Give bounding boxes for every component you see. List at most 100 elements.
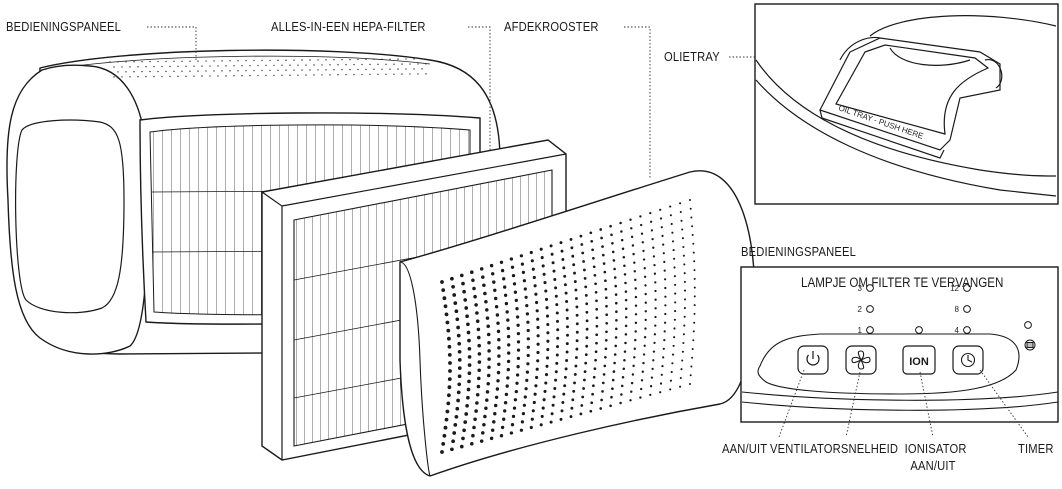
grille-dot: [679, 376, 682, 380]
perforation-dot: [173, 70, 175, 73]
grille-dot: [644, 310, 647, 313]
perforation-dot: [389, 68, 391, 70]
grille-dot: [499, 260, 504, 264]
grille-dot: [679, 385, 682, 388]
grille-dot: [602, 373, 606, 376]
grille-dot: [467, 355, 472, 359]
grille-dot: [593, 273, 597, 277]
grille-dot: [555, 311, 559, 315]
fan-speed-button[interactable]: [845, 345, 877, 375]
perforation-dot: [217, 65, 219, 67]
grille-dot: [644, 292, 647, 296]
grille-dot: [486, 332, 491, 337]
grille-dot: [490, 428, 495, 432]
grille-dot: [443, 425, 448, 430]
speed-lamp-3: [866, 284, 874, 292]
grille-dot: [654, 307, 657, 310]
grille-dot: [594, 290, 598, 294]
grille-dot: [615, 327, 618, 331]
timer-button[interactable]: [952, 345, 984, 375]
perforation-dot: [121, 66, 123, 68]
grille-dot: [683, 307, 686, 310]
grille-dot: [556, 328, 560, 332]
grille-dot: [593, 367, 597, 371]
perforation-dot: [185, 65, 187, 67]
grille-dot: [462, 289, 466, 294]
grille-dot: [654, 281, 657, 284]
grille-dot: [662, 243, 665, 246]
grille-dot: [579, 412, 583, 416]
grille-dot: [643, 344, 646, 347]
grille-dot: [659, 217, 663, 220]
grille-dot: [653, 263, 656, 267]
grille-dot: [605, 330, 608, 334]
grille-dot: [442, 433, 447, 438]
grille-dot: [456, 325, 460, 330]
perforation-dot: [269, 59, 271, 62]
grille-dot: [554, 286, 558, 290]
grille-dot: [497, 362, 501, 367]
grille-dot: [474, 409, 478, 413]
grille-dot: [482, 422, 486, 427]
grille-dot: [584, 285, 588, 289]
grille-dot: [475, 319, 480, 323]
grille-dot: [492, 280, 496, 284]
grille-dot: [485, 308, 489, 312]
perforation-dot: [157, 60, 159, 63]
grille-dot: [493, 403, 498, 408]
grille-dot: [506, 367, 510, 372]
grille-dot: [486, 381, 490, 386]
power-button[interactable]: [797, 345, 829, 375]
grille-dot: [653, 333, 657, 336]
grille-dot: [681, 359, 684, 362]
grille-dot: [551, 403, 555, 407]
ionizer-button[interactable]: ION: [902, 345, 936, 375]
grille-dot: [544, 297, 549, 301]
perforation-dot: [253, 69, 255, 72]
grille-dot: [683, 324, 686, 327]
grille-dot: [447, 336, 451, 341]
grille-dot: [556, 345, 559, 349]
grille-dot: [562, 266, 566, 270]
grille-dot: [620, 384, 624, 388]
grille-dot: [464, 412, 469, 416]
grille-dot: [539, 423, 543, 427]
grille-dot: [516, 356, 521, 361]
grille-dot: [613, 267, 616, 271]
grille-dot: [465, 403, 469, 408]
grille-dot: [565, 300, 569, 303]
perforation-dot: [109, 71, 111, 73]
perforation-dot: [349, 58, 351, 61]
perforation-dot: [157, 70, 159, 73]
perforation-dot: [409, 63, 411, 65]
grille-dot: [663, 338, 666, 342]
grille-dot: [573, 372, 577, 376]
grille-dot: [671, 240, 675, 243]
grille-dot: [555, 303, 559, 307]
perforation-dot: [293, 59, 295, 61]
grille-dot: [466, 330, 471, 335]
perforation-dot: [241, 75, 243, 77]
grille-dot: [620, 393, 623, 396]
grille-dot: [477, 360, 482, 364]
perforation-dot: [405, 68, 407, 70]
grille-dot: [533, 284, 537, 288]
perforation-dot: [381, 68, 383, 70]
grille-dot: [526, 320, 530, 324]
grille-dot: [609, 224, 612, 228]
perforation-dot: [369, 73, 371, 76]
grille-dot: [692, 242, 695, 245]
grille-dot: [543, 389, 547, 393]
grille-dot: [514, 298, 518, 303]
control-panel-inset: ION 3 2 1 12 8 4: [740, 266, 1059, 423]
grille-dot: [605, 321, 609, 325]
grille-dot: [619, 401, 622, 405]
grille-dot: [681, 228, 684, 231]
label-control-panel-inset: BEDIENINGSPANEEL: [741, 244, 857, 259]
grille-dot: [564, 367, 568, 371]
grille-dot: [594, 358, 597, 362]
grille-dot: [644, 284, 647, 287]
grille-dot: [502, 277, 506, 281]
grille-dot: [543, 281, 547, 285]
perforation-dot: [341, 68, 343, 71]
